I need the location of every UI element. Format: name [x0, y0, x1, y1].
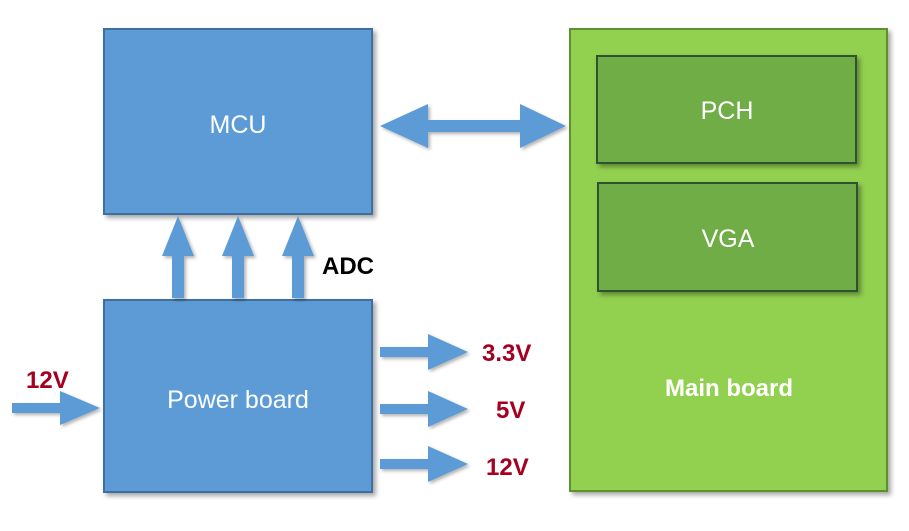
- output-arrow-3v3: [380, 334, 468, 370]
- adc-label: ADC: [322, 253, 374, 280]
- adc-arrow-2: [222, 216, 254, 298]
- mcu-block: MCU: [103, 28, 373, 215]
- output-5v-label: 5V: [496, 397, 525, 424]
- output-12v-label: 12V: [486, 454, 529, 481]
- output-arrow-5v: [380, 391, 468, 427]
- main-board-label: Main board: [665, 375, 793, 402]
- pch-block: PCH: [596, 55, 857, 164]
- adc-arrow-1: [162, 216, 194, 298]
- pch-label: PCH: [701, 97, 754, 125]
- input-voltage-label: 12V: [26, 367, 69, 394]
- vga-label: VGA: [702, 225, 755, 253]
- adc-arrow-3: [282, 216, 314, 298]
- vga-block: VGA: [597, 182, 858, 292]
- output-arrow-12v: [380, 446, 468, 482]
- mcu-label: MCU: [210, 111, 267, 139]
- input-arrow: [12, 391, 100, 425]
- bidirectional-arrow: [380, 104, 566, 148]
- output-3v3-label: 3.3V: [482, 340, 531, 367]
- power-board-block: Power board: [103, 299, 373, 493]
- power-board-label: Power board: [167, 386, 309, 414]
